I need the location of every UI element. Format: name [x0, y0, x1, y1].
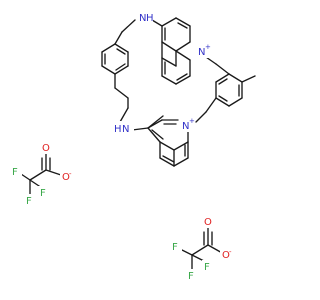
n-plus-mid-charge: + [189, 117, 195, 125]
n-plus-mid-label: N [182, 121, 189, 132]
tfa1-f2-bg [24, 194, 36, 207]
nh-mid-n-label: N [122, 124, 129, 135]
structure-diagram: N H N + H N N + O O - F F F O O - F F [10, 10, 256, 282]
tfa1-oxide-charge: - [69, 170, 72, 178]
tfa1-f3-bg [38, 186, 50, 199]
tfa1-f1-bg [10, 165, 22, 178]
n-plus-mid-bg [180, 118, 194, 132]
nh-top-bg [137, 10, 153, 24]
nh-mid-h-label: H [114, 124, 122, 135]
tfa1-f1-label: F [12, 167, 18, 178]
n-plus-top-label: N [198, 47, 205, 58]
tfa2-f3-label: F [204, 262, 210, 273]
tfa1-oxide-o-label: O [62, 172, 70, 183]
nh-top-n-label: N [139, 13, 146, 24]
atom-labels: N H N + H N N + O O - F F F O O - F F [10, 10, 232, 282]
bonds [17, 17, 256, 273]
nh-top-h-label: H [146, 13, 154, 24]
tfa2-o-dbl-bg [202, 215, 214, 228]
tfa2-f3-bg [202, 260, 214, 273]
tfa2-f2-label: F [188, 271, 194, 282]
tfa2-oxide-o-label: O [222, 250, 230, 261]
n-plus-top-bg [196, 44, 210, 58]
tfa1-f3-label: F [40, 188, 46, 199]
tfa1-f2-label: F [26, 196, 32, 207]
tfa2-carbonyl-o-label: O [204, 217, 212, 228]
tfa1-o-neg-bg [60, 170, 72, 183]
tfa2-f1-label: F [172, 242, 178, 253]
tfa1-carbonyl-o-label: O [42, 143, 50, 154]
tfa2-f2-bg [186, 269, 198, 282]
tfa1-o-dbl-bg [40, 141, 52, 154]
tfa2-oxide-charge: - [229, 248, 232, 256]
nh-mid-bg [114, 121, 134, 135]
molecule-canvas: N H N + H N N + O O - F F F O O - F F [10, 10, 256, 282]
n-plus-top-charge: + [205, 43, 211, 51]
tfa2-f1-bg [170, 240, 182, 253]
tfa2-o-neg-bg [220, 248, 232, 261]
